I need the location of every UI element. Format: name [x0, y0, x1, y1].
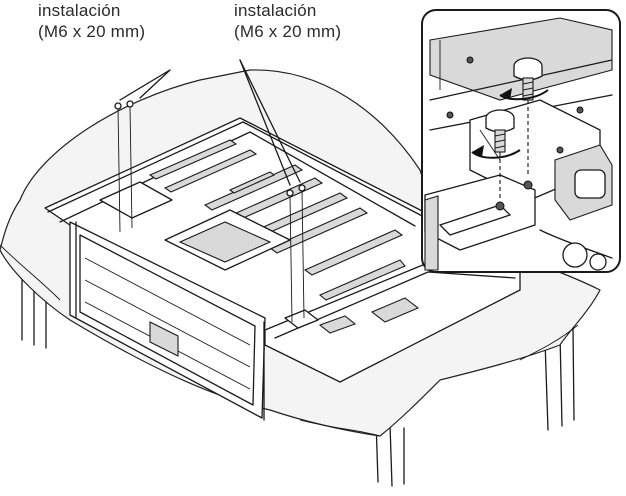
screws	[114, 100, 306, 323]
callout-right-line2: (M6 x 20 mm)	[234, 22, 342, 41]
screw-callout-right: instalación (M6 x 20 mm)	[234, 0, 341, 42]
screw-icon	[513, 57, 543, 190]
callout-leaders	[119, 59, 301, 186]
detail-inset	[421, 9, 621, 273]
stand-plate	[69, 221, 266, 421]
screw-icon	[126, 100, 134, 108]
rotation-arrow-icon	[471, 145, 521, 159]
screw-icon	[298, 184, 306, 192]
screw-callout-left: instalación (M6 x 20 mm)	[38, 0, 145, 42]
callout-left-line1: instalación	[38, 1, 121, 20]
tv-bottom-edge	[264, 261, 521, 383]
screw-icon	[114, 102, 122, 110]
rotation-arrow-icon	[499, 88, 549, 101]
screw-icon	[286, 189, 294, 197]
callout-left-line2: (M6 x 20 mm)	[38, 22, 146, 41]
screw-icon	[485, 109, 515, 211]
callout-right-line1: instalación	[234, 1, 317, 20]
